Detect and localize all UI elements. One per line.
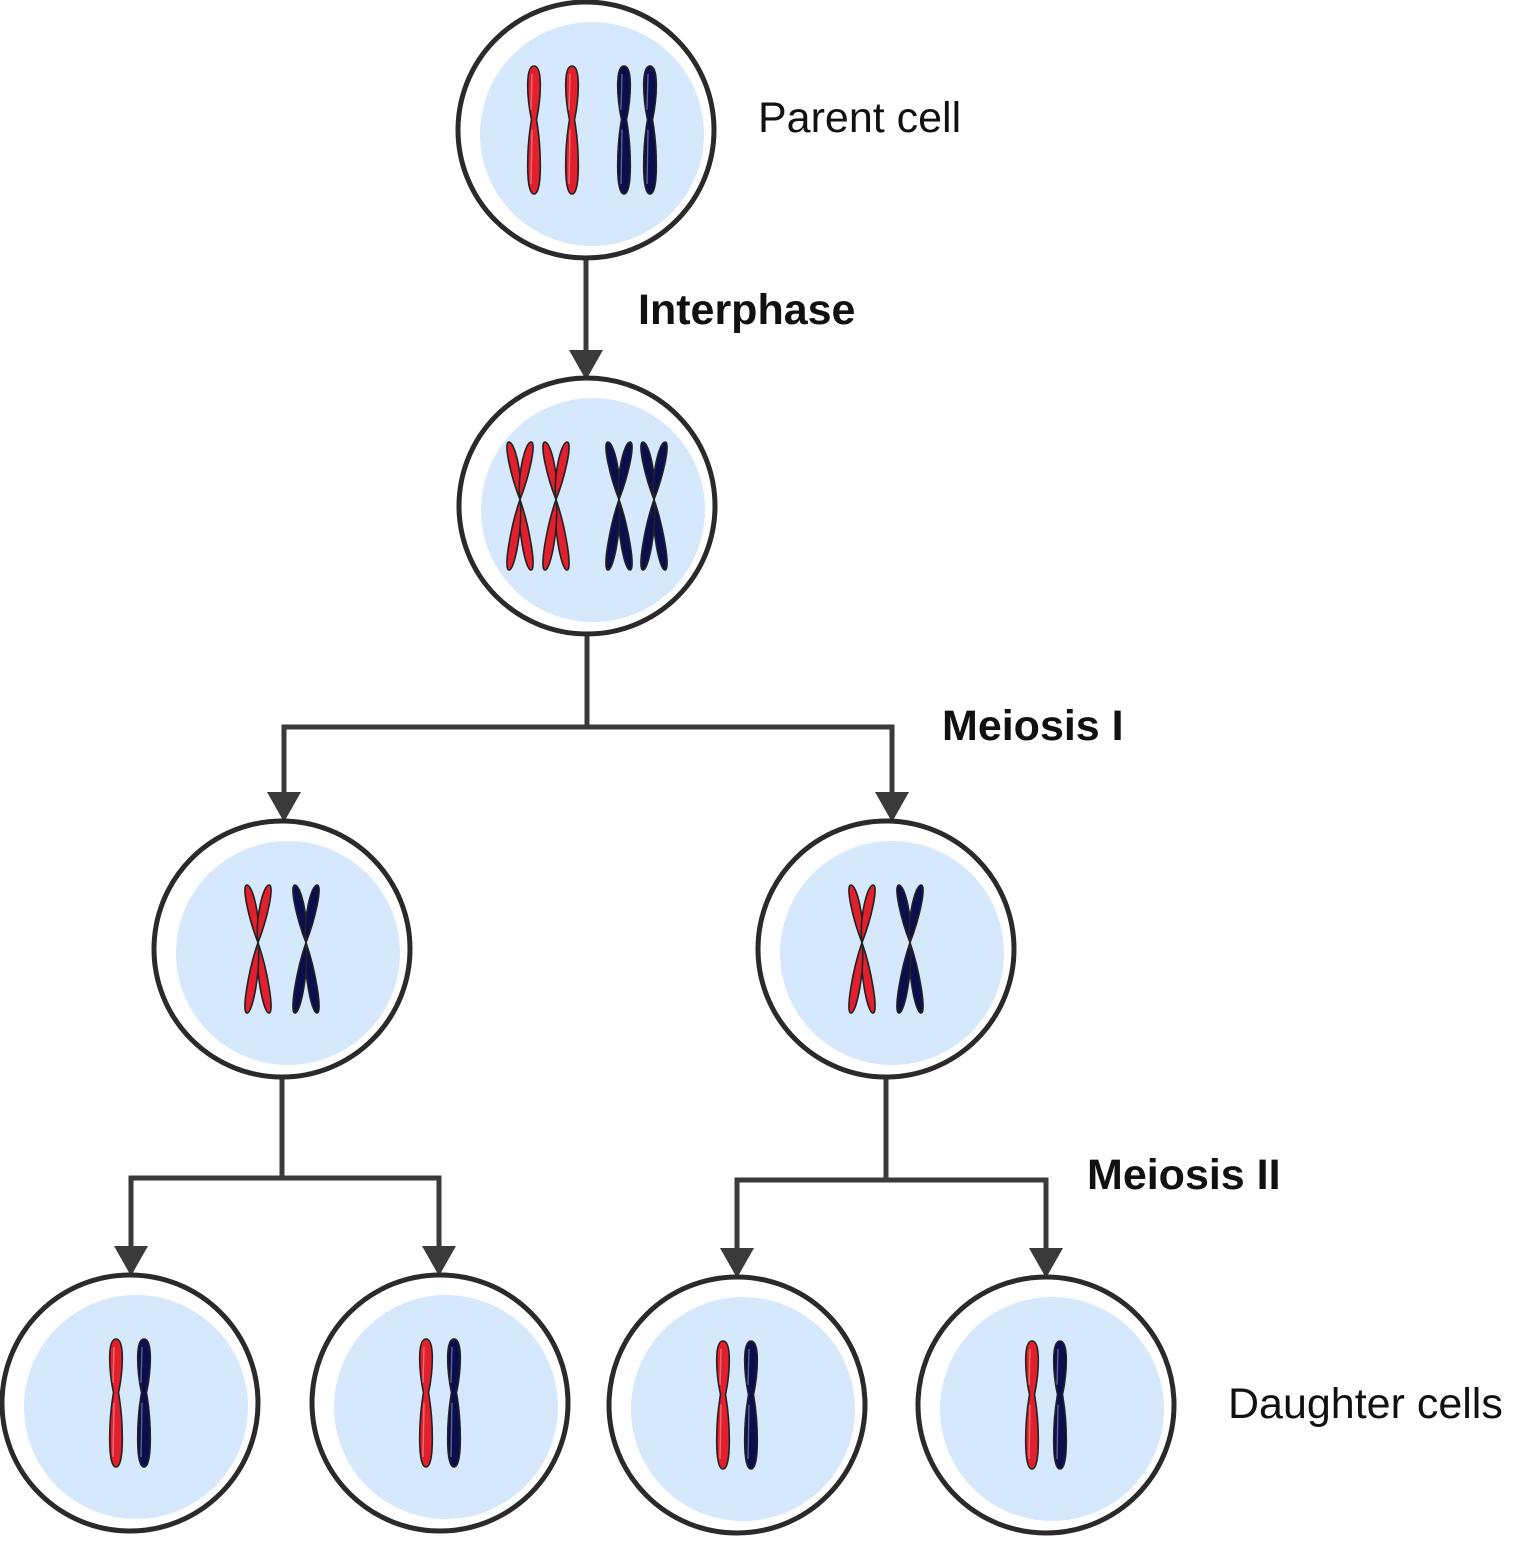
chromosome-duplicated-red-2 (542, 441, 570, 571)
chromosome-single-red-1 (418, 1338, 434, 1468)
chromosome-single-blue-2 (446, 1338, 462, 1468)
meiosis-2-left-branch (128, 1175, 442, 1247)
chromosome-single-red-2-highlight (568, 73, 571, 185)
chromosome-duplicated-blue-4 (640, 441, 668, 571)
cell-cytoplasm (940, 1297, 1164, 1521)
chromosome-single-red-2 (564, 65, 580, 195)
chromosome-duplicated-blue-2 (896, 884, 924, 1014)
cells (0, 0, 1177, 1536)
chromosome-single-blue-3 (616, 65, 632, 195)
chromosome-single-red-1 (715, 1340, 731, 1470)
chromosome-single-blue-2 (743, 1340, 759, 1470)
chromosome-duplicated-blue-4-chromatid-2 (640, 441, 668, 571)
chromosome-single-blue-2-highlight (450, 1346, 453, 1458)
meiosis-2-left-b-arrowhead (422, 1246, 456, 1276)
chromosome-single-blue-4 (642, 65, 658, 195)
meiosis-1-left-arrowhead (267, 792, 301, 822)
meiosis-1-right-arrowhead (875, 792, 909, 822)
meiosis-2-left-a-arrowhead (114, 1246, 148, 1276)
meiosis-2-right-branch (734, 1177, 1049, 1249)
chromosome-single-red-1 (108, 1338, 124, 1468)
meiosis-2-label: Meiosis II (1087, 1151, 1281, 1199)
meiosis-2-right-b-arrowhead (1029, 1248, 1063, 1278)
chromosome-single-blue-4-highlight (646, 73, 649, 185)
chromosome-duplicated-red-1-chromatid-2 (848, 884, 876, 1014)
cell-meiosis-1-left (151, 818, 413, 1080)
chromosome-duplicated-blue-3-chromatid-2 (605, 441, 633, 571)
connectors (114, 258, 1063, 1278)
chromosome-duplicated-red-1 (506, 441, 534, 571)
cell-meiosis-1-right (755, 818, 1017, 1080)
interphase-arrowhead (569, 350, 603, 380)
cell-daughter-2 (309, 1272, 571, 1534)
cell-daughter-1 (0, 1272, 261, 1534)
chromosome-single-red-1-highlight (422, 1346, 425, 1458)
chromosome-single-blue-2-highlight (1056, 1348, 1059, 1460)
meiosis-1-branch (281, 724, 895, 793)
cell-cytoplasm (176, 841, 400, 1065)
parent-cell-label: Parent cell (758, 94, 962, 142)
chromosome-single-red-1-highlight (112, 1346, 115, 1458)
chromosome-single-blue-2 (1052, 1340, 1068, 1470)
cell-cytoplasm (480, 22, 704, 246)
chromosome-duplicated-red-1 (244, 884, 272, 1014)
cell-parent (455, 0, 717, 261)
daughter-cells-label: Daughter cells (1228, 1380, 1503, 1428)
chromosome-single-blue-2-highlight (140, 1346, 143, 1458)
meiosis-2-right-a-arrowhead (720, 1248, 754, 1278)
chromosome-duplicated-blue-2-chromatid-2 (292, 884, 320, 1014)
cell-cytoplasm (334, 1295, 558, 1519)
cell-after-interphase (456, 375, 718, 637)
interphase-label: Interphase (638, 286, 856, 334)
chromosome-single-red-1-highlight (1028, 1348, 1031, 1460)
chromosome-duplicated-red-2-chromatid-2 (542, 441, 570, 571)
cell-daughter-4 (915, 1274, 1177, 1536)
chromosome-single-blue-3-highlight (620, 73, 623, 185)
chromosome-single-red-1-highlight (530, 73, 533, 185)
chromosome-duplicated-red-1-chromatid-2 (244, 884, 272, 1014)
chromosome-duplicated-blue-2 (292, 884, 320, 1014)
chromosome-duplicated-blue-3 (605, 441, 633, 571)
meiosis-1-label: Meiosis I (942, 702, 1124, 750)
cell-cytoplasm (24, 1295, 248, 1519)
chromosome-single-blue-2 (136, 1338, 152, 1468)
chromosome-duplicated-red-1 (848, 884, 876, 1014)
chromosome-single-blue-2-highlight (747, 1348, 750, 1460)
chromosome-single-red-1-highlight (719, 1348, 722, 1460)
chromosome-single-red-1 (1024, 1340, 1040, 1470)
chromosome-duplicated-blue-2-chromatid-2 (896, 884, 924, 1014)
chromosome-duplicated-red-1-chromatid-2 (506, 441, 534, 571)
cell-cytoplasm (481, 398, 705, 622)
chromosome-single-red-1 (526, 65, 542, 195)
cell-cytoplasm (780, 841, 1004, 1065)
cell-daughter-3 (606, 1274, 868, 1536)
cell-cytoplasm (631, 1297, 855, 1521)
